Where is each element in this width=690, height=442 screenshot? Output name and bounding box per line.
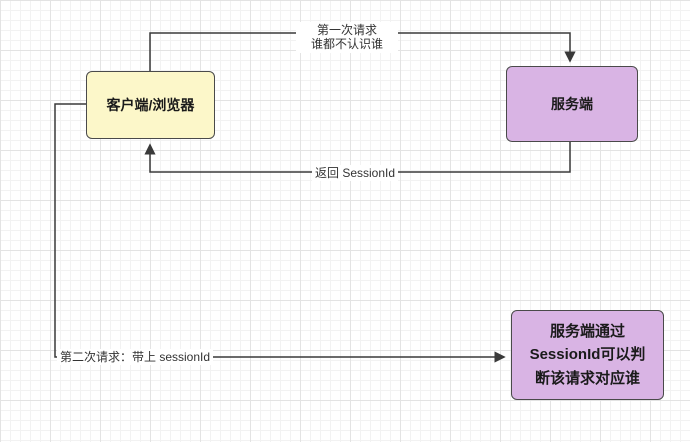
edge-label-return-sessionid-text: 返回 SessionId xyxy=(315,166,396,180)
node-client-browser-label: 客户端/浏览器 xyxy=(106,97,195,113)
node-server-session-note-label: 服务端通过 SessionId可以判 断该请求对应谁 xyxy=(529,323,646,387)
node-client-browser[interactable]: 客户端/浏览器 xyxy=(86,71,215,139)
node-server-session-note[interactable]: 服务端通过 SessionId可以判 断该请求对应谁 xyxy=(511,310,664,400)
edge-second-request-arrow xyxy=(54,103,506,363)
edge-label-second-request: 第二次请求：带上 sessionId xyxy=(57,349,214,366)
edge-label-first-request-line1: 第一次请求 xyxy=(316,23,377,37)
node-server[interactable]: 服务端 xyxy=(506,66,638,142)
edge-label-first-request-line2: 谁都不认识谁 xyxy=(310,37,383,52)
edge-label-second-request-text: 第二次请求：带上 sessionId xyxy=(60,350,211,364)
edge-label-return-sessionid: 返回 SessionId xyxy=(312,165,399,182)
edge-label-first-request: 第一次请求 谁都不认识谁 xyxy=(296,22,398,53)
node-server-label: 服务端 xyxy=(551,96,593,112)
